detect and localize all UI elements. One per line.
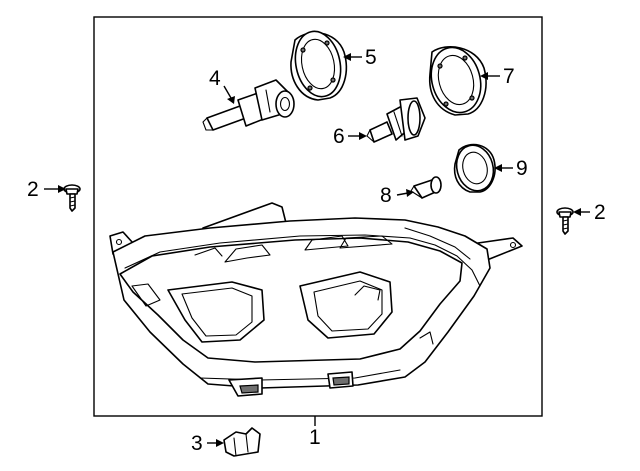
bulb-part-6[interactable]	[366, 97, 426, 143]
screw-left-part-2[interactable]	[63, 184, 81, 212]
callout-1: 1	[309, 426, 321, 449]
callout-7: 7	[503, 65, 515, 88]
callout-3: 3	[191, 432, 203, 455]
clip-part-3[interactable]	[223, 427, 261, 457]
screw-right-part-2[interactable]	[556, 207, 574, 235]
angled-bulb-part-4[interactable]	[202, 79, 295, 131]
callout-9: 9	[516, 157, 528, 180]
leader-lines	[44, 53, 590, 447]
callout-2-left: 2	[27, 178, 39, 201]
callout-4: 4	[209, 67, 221, 90]
callout-8: 8	[380, 184, 392, 207]
callout-6: 6	[333, 125, 345, 148]
callout-5: 5	[365, 46, 377, 69]
assembly-frame	[93, 16, 543, 417]
dust-cap-part-7[interactable]	[424, 42, 487, 118]
dust-cap-part-9[interactable]	[452, 141, 499, 195]
dust-cap-part-5[interactable]	[290, 27, 348, 101]
wedge-bulb-part-8[interactable]	[410, 176, 442, 199]
callout-2-right: 2	[594, 201, 606, 224]
headlamp-assembly[interactable]	[109, 202, 523, 397]
